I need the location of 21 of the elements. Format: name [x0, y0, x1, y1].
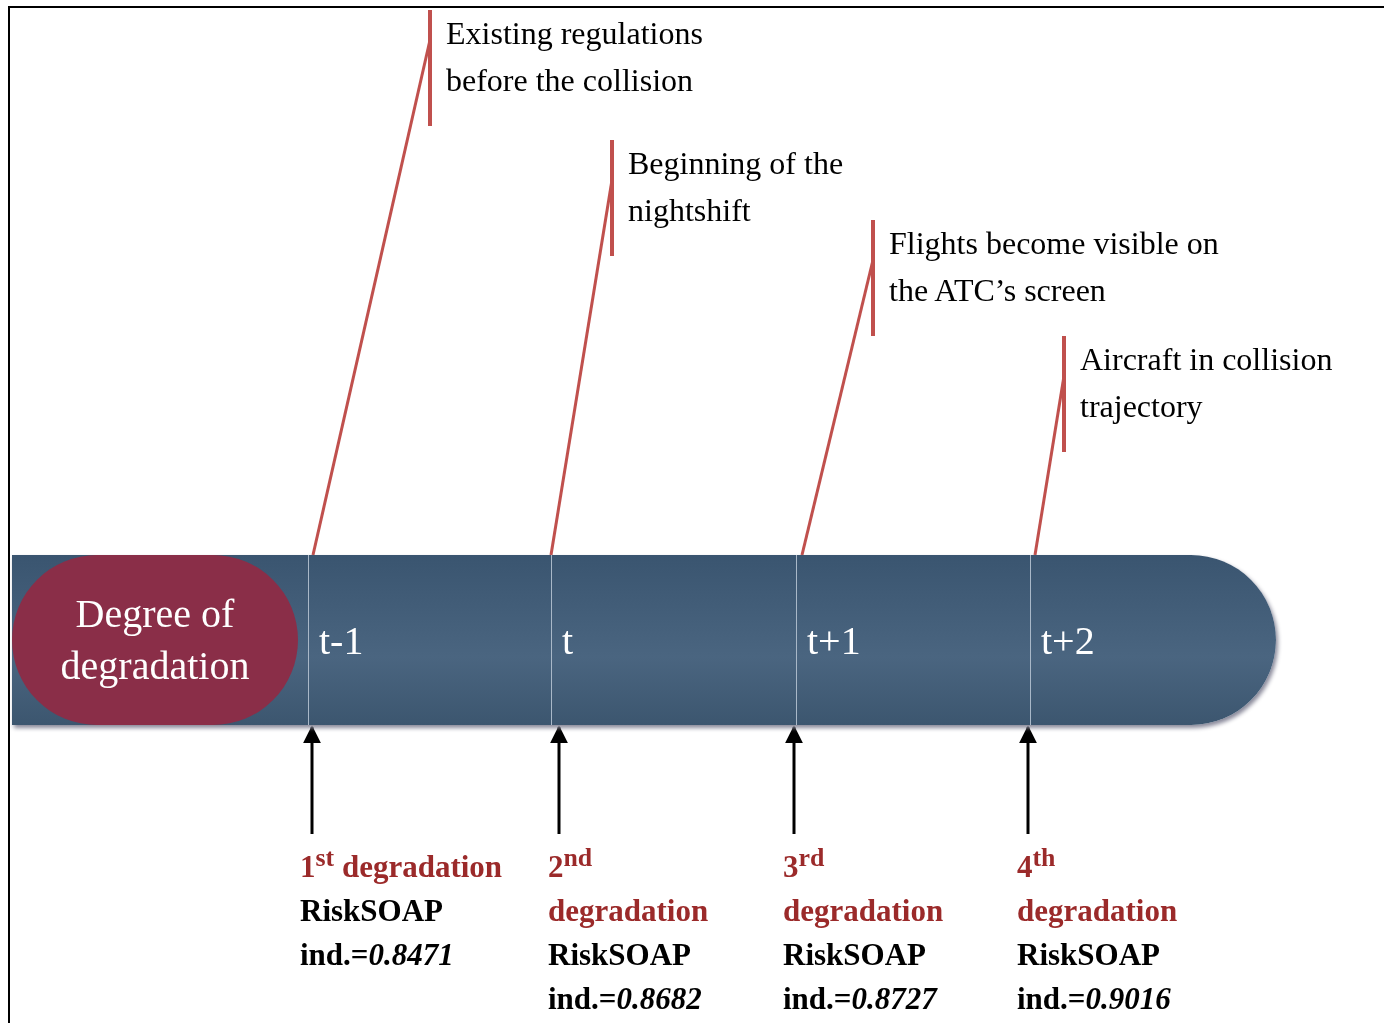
index-value: RiskSOAP ind.=0.8471	[300, 892, 455, 975]
arrow	[1019, 725, 1037, 834]
index-value: RiskSOAP ind.=0.8727	[783, 936, 939, 1019]
arrow	[303, 725, 321, 834]
time-segment: t+2	[1030, 555, 1276, 725]
arrow	[785, 725, 803, 834]
degradation-heading: 3$^{rd}$ degradation	[783, 842, 945, 931]
label-pill: Degree of degradation	[12, 555, 298, 725]
degradation-heading: 2$^{nd}$ degradation	[548, 842, 710, 931]
time-segment: t-1	[308, 555, 551, 725]
degradation-heading: 1$^{st}$ degradation	[300, 842, 504, 887]
timeline-bar	[12, 555, 1276, 725]
callout-text: Aircraft in collision trajectory	[1062, 336, 1380, 452]
index-value: RiskSOAP ind.=0.9016	[1017, 936, 1172, 1019]
index-value: RiskSOAP ind.=0.8682	[548, 936, 703, 1019]
degradation-heading: 4$^{th}$ degradation	[1017, 842, 1179, 931]
callout-text: Existing regulations before the collision	[428, 10, 788, 126]
callout-text: Flights become visible on the ATC’s screen	[871, 220, 1246, 336]
arrow	[550, 725, 568, 834]
time-segment: t+1	[796, 555, 1030, 725]
time-segment: t	[551, 555, 796, 725]
